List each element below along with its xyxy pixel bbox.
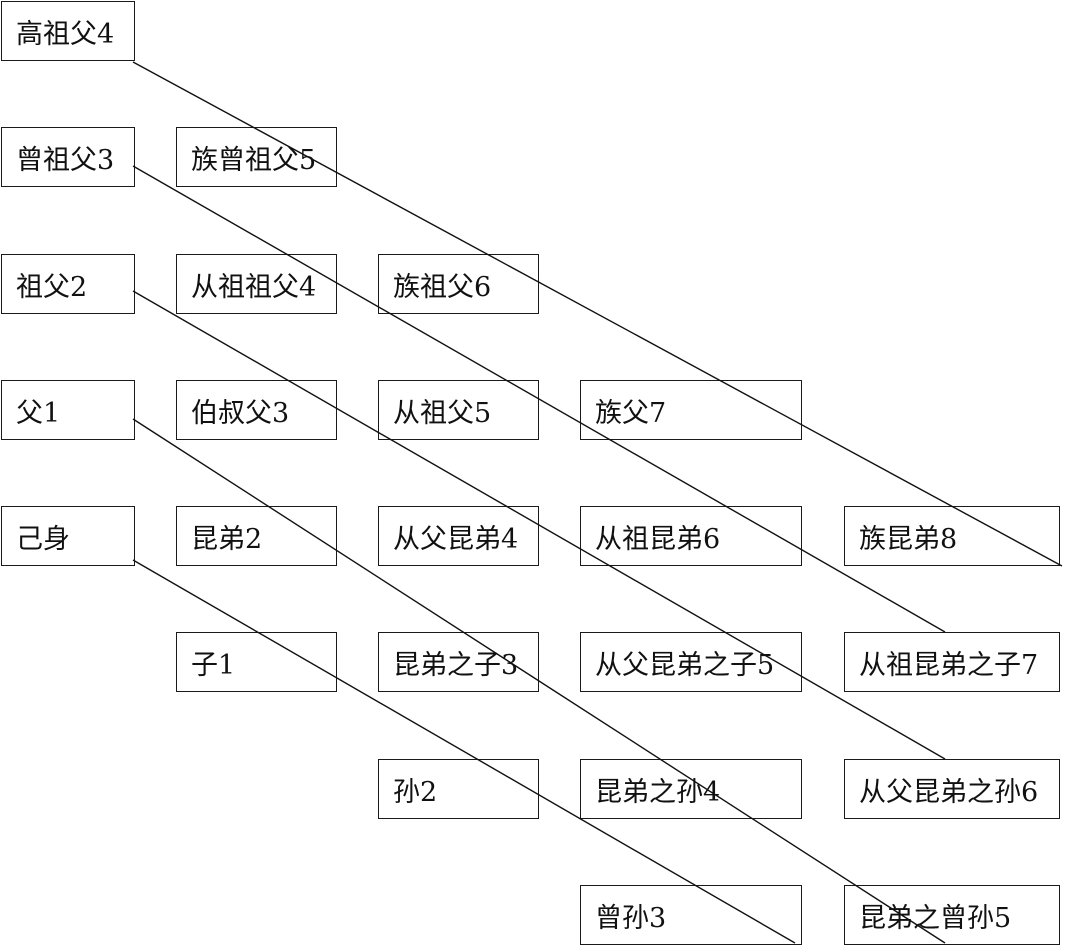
node-jishen: 己身 — [1, 506, 135, 566]
node-zi: 子1 — [176, 632, 337, 692]
node-congzufu: 从祖父5 — [378, 380, 539, 440]
node-zufu: 祖父2 — [1, 254, 135, 314]
node-congzuzufu: 从祖祖父4 — [176, 254, 337, 314]
node-zuzufu: 族祖父6 — [378, 254, 539, 314]
node-boshufu: 伯叔父3 — [176, 380, 337, 440]
node-sun: 孙2 — [378, 759, 539, 819]
node-congfukundizhisun: 从父昆弟之孙6 — [844, 759, 1060, 819]
node-kundizhisun: 昆弟之孙4 — [580, 759, 802, 819]
node-zufu7: 族父7 — [580, 380, 802, 440]
node-zukundi: 族昆弟8 — [844, 506, 1060, 566]
node-fu: 父1 — [1, 380, 135, 440]
node-congfukundizhizi: 从父昆弟之子5 — [580, 632, 802, 692]
node-congfukundi: 从父昆弟4 — [378, 506, 539, 566]
node-congzukundizhizi: 从祖昆弟之子7 — [844, 632, 1060, 692]
node-zengsun: 曾孙3 — [580, 885, 802, 945]
node-kundi: 昆弟2 — [176, 506, 337, 566]
node-kundizhizengsun: 昆弟之曾孙5 — [844, 885, 1060, 945]
node-kundizhizi: 昆弟之子3 — [378, 632, 539, 692]
node-zengzufu: 曾祖父3 — [1, 127, 135, 187]
node-gaozufu: 高祖父4 — [1, 1, 135, 61]
node-zuzengzufu: 族曾祖父5 — [176, 127, 337, 187]
node-congzukundi: 从祖昆弟6 — [580, 506, 802, 566]
